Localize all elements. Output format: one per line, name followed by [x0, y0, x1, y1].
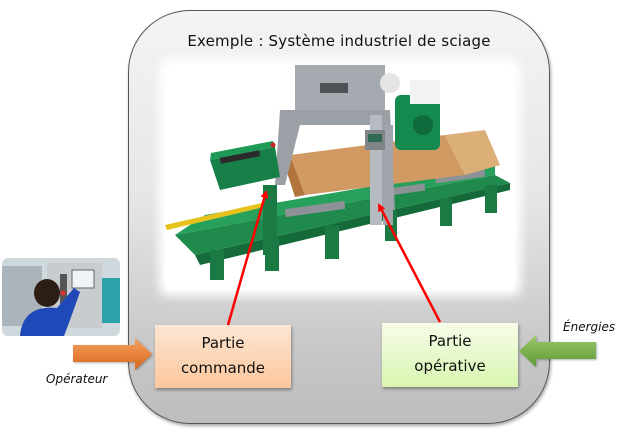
operateur-label: Opérateur	[46, 372, 108, 386]
operator-body	[20, 288, 80, 336]
operator-image	[2, 258, 120, 336]
partie-commande-line1: Partie	[201, 334, 245, 352]
diagram-title: Exemple : Système industriel de sciage	[187, 32, 491, 50]
partie-commande-box: Partie commande	[155, 325, 291, 388]
energies-label: Énergies	[563, 320, 616, 334]
partie-operative-line2: opérative	[414, 357, 486, 375]
partie-commande-line2: commande	[180, 359, 266, 377]
panel-screen	[71, 269, 95, 289]
sawmill-machine-image	[165, 65, 515, 290]
partie-operative-box: Partie opérative	[382, 323, 518, 387]
partie-operative-line1: Partie	[428, 332, 472, 350]
operator-head	[34, 279, 60, 307]
